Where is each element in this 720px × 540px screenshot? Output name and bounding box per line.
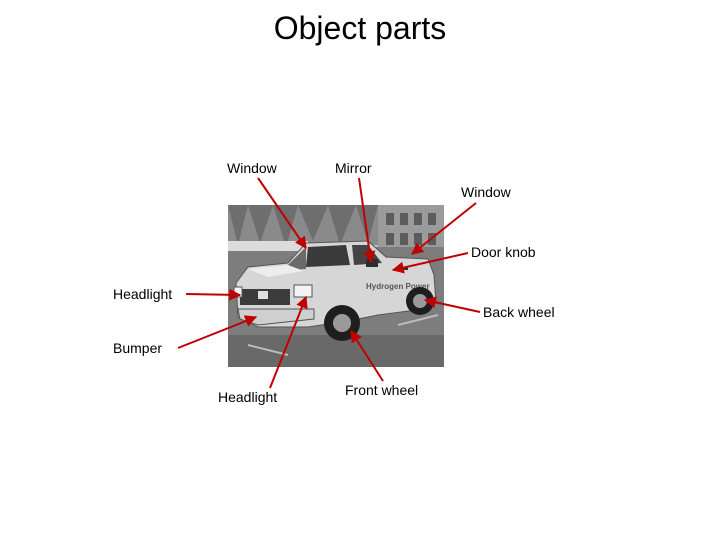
- truck-image: Hydrogen Power: [228, 205, 444, 367]
- label-door-knob: Door knob: [471, 244, 536, 260]
- arrow-window-right: [411, 202, 477, 255]
- label-front-wheel: Front wheel: [345, 382, 419, 398]
- label-window-right: Window: [461, 184, 511, 200]
- arrow-door-knob: [391, 252, 469, 274]
- label-back-wheel: Back wheel: [483, 304, 555, 320]
- truck-decal: Hydrogen Power: [366, 282, 430, 291]
- arrow-window-left: [257, 177, 307, 249]
- arrow-back-wheel: [423, 296, 481, 313]
- label-bumper: Bumper: [113, 340, 163, 356]
- arrow-headlight-bottom: [269, 295, 308, 389]
- arrow-headlight-left: [185, 288, 242, 301]
- arrow-bumper: [177, 315, 258, 349]
- truck-photo: Hydrogen Power: [228, 205, 444, 367]
- label-mirror: Mirror: [335, 160, 372, 176]
- page-title: Object parts: [273, 10, 447, 46]
- arrow-front-wheel: [350, 329, 384, 382]
- label-headlight-left: Headlight: [113, 286, 173, 302]
- label-window-left: Window: [227, 160, 277, 176]
- label-headlight-bottom: Headlight: [218, 389, 278, 405]
- arrow-mirror: [358, 177, 376, 264]
